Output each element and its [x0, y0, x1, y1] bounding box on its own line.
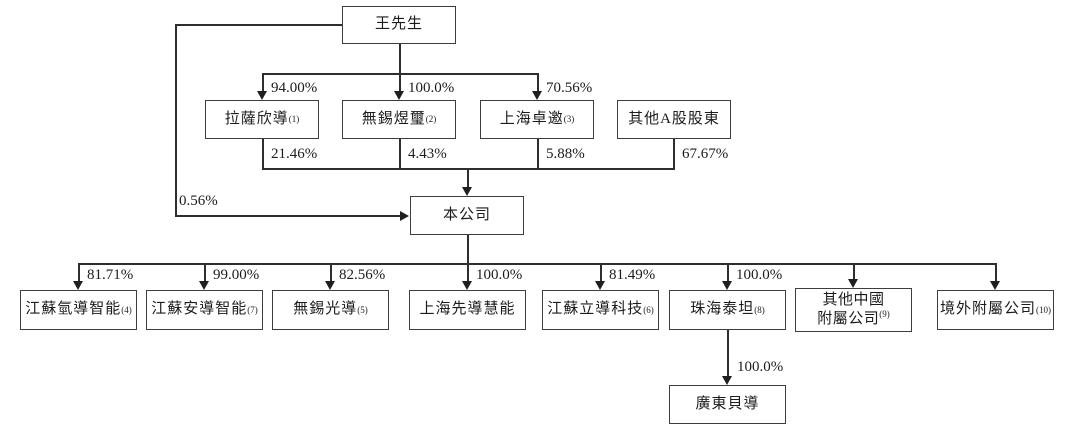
node-wuxi-yuxi: 無錫煜璽(2) — [342, 100, 456, 139]
connector-distribution — [78, 263, 996, 265]
pct-company-to-taitan: 100.0% — [736, 267, 783, 283]
node-label: 其他A股股東 — [628, 110, 720, 127]
pct-taitan-to-beidao: 100.0% — [737, 359, 784, 375]
connector-lasa-down — [262, 139, 264, 168]
node-shanghai-zhuoao: 上海卓邀(3) — [480, 100, 594, 139]
node-note: (6) — [643, 304, 654, 315]
connector-wang-left — [175, 24, 342, 26]
node-label: 上海卓邀 — [499, 110, 564, 127]
node-jiangsu-andao: 江蘇安導智能(7) — [146, 290, 263, 330]
pct-othera-to-company: 67.67% — [682, 146, 729, 162]
connector-drop-qingdao — [78, 263, 80, 282]
connector-drop-guangdao — [330, 263, 332, 282]
node-label: 王先生 — [374, 16, 423, 33]
node-label: 江蘇氫導智能 — [25, 301, 122, 318]
node-note: (8) — [754, 304, 765, 315]
connector-company-down — [467, 234, 469, 263]
arrowhead-icon — [257, 91, 267, 100]
pct-yuxi-to-company: 4.43% — [408, 146, 447, 162]
node-jiangsu-lidao: 江蘇立導科技(6) — [542, 290, 659, 330]
connector-zhuoao-down — [537, 139, 539, 168]
node-jiangsu-qingdao: 江蘇氫導智能(4) — [20, 290, 137, 330]
arrowhead-icon — [722, 376, 732, 385]
node-lasa-xindao: 拉薩欣導(1) — [205, 100, 319, 139]
pct-company-to-qingdao: 81.71% — [87, 267, 134, 283]
connector-drop-lasa — [262, 73, 264, 92]
pct-lasa-to-company: 21.46% — [271, 146, 318, 162]
connector-yuxi-down — [399, 139, 401, 168]
connector-drop-xiandao — [467, 263, 469, 282]
node-note: (10) — [1036, 304, 1051, 315]
node-label: 拉薩欣導 — [224, 110, 289, 127]
connector-drop-andao — [204, 263, 206, 282]
pct-wang-to-zhuoao: 70.56% — [546, 80, 593, 96]
node-other-china-subsidiaries: 其他中國 附屬公司(9) — [795, 288, 912, 332]
connector-drop-othercn — [853, 263, 855, 282]
node-note: (5) — [357, 304, 368, 315]
pct-company-to-andao: 99.00% — [213, 267, 260, 283]
node-label: 本公司 — [442, 206, 491, 223]
node-note: (4) — [121, 304, 132, 315]
node-label: 上海先導慧能 — [419, 301, 516, 318]
arrowhead-icon — [990, 281, 1000, 290]
node-note: (2) — [425, 114, 437, 124]
pct-zhuoao-to-company: 5.88% — [546, 146, 585, 162]
node-label: 無錫光導 — [293, 301, 358, 318]
node-label: 無錫煜璽 — [361, 110, 426, 127]
connector-drop-lidao — [600, 263, 602, 282]
connector-collector-to-company — [467, 168, 469, 188]
connector-wang-down — [399, 44, 401, 92]
node-note: (7) — [247, 304, 258, 315]
pct-company-to-lidao: 81.49% — [609, 267, 656, 283]
node-note: (1) — [288, 114, 300, 124]
node-label-line1: 其他中國 — [822, 292, 885, 309]
arrowhead-icon — [199, 281, 209, 290]
arrowhead-icon — [394, 91, 404, 100]
connector-drop-taitan — [727, 263, 729, 282]
node-label: 廣東貝導 — [695, 395, 760, 412]
node-shanghai-xiandao: 上海先導慧能 — [409, 290, 526, 330]
connector-left-down — [175, 24, 177, 216]
node-label: 境外附屬公司 — [939, 301, 1036, 318]
arrowhead-icon — [722, 281, 732, 290]
node-note: (3) — [563, 114, 575, 124]
node-label: 珠海泰坦 — [690, 301, 755, 318]
pct-wang-to-company: 0.56% — [179, 193, 218, 209]
connector-othera-down — [673, 139, 675, 168]
connector-drop-offshore — [995, 263, 997, 282]
node-other-a-share-holders: 其他A股股東 — [617, 100, 731, 139]
arrowhead-icon — [595, 281, 605, 290]
connector-top-splitter — [262, 73, 539, 75]
connector-drop-zhuoao — [537, 73, 539, 92]
pct-wang-to-yuxi: 100.0% — [408, 80, 455, 96]
arrowhead-icon — [532, 91, 542, 100]
node-company: 本公司 — [410, 196, 524, 235]
node-label: 江蘇安導智能 — [151, 301, 248, 318]
pct-company-to-guangdao: 82.56% — [339, 267, 386, 283]
arrowhead-icon — [462, 187, 472, 196]
node-zhuhai-taitan: 珠海泰坦(8) — [669, 290, 786, 330]
arrowhead-icon — [325, 281, 335, 290]
pct-wang-to-lasa: 94.00% — [271, 80, 318, 96]
node-wuxi-guangdao: 無錫光導(5) — [272, 290, 389, 330]
node-label: 江蘇立導科技 — [547, 301, 644, 318]
pct-company-to-xiandao: 100.0% — [476, 267, 523, 283]
node-offshore-subsidiaries: 境外附屬公司(10) — [937, 290, 1054, 330]
node-guangdong-beidao: 廣東貝導 — [669, 385, 786, 424]
arrowhead-icon — [462, 281, 472, 290]
connector-left-to-company — [175, 215, 401, 217]
node-note: (9) — [879, 308, 890, 319]
arrowhead-icon — [400, 211, 409, 221]
node-label-line2: 附屬公司 — [817, 310, 880, 327]
node-wang: 王先生 — [342, 6, 456, 44]
connector-taitan-down — [727, 330, 729, 377]
arrowhead-icon — [848, 279, 858, 288]
arrowhead-icon — [73, 281, 83, 290]
